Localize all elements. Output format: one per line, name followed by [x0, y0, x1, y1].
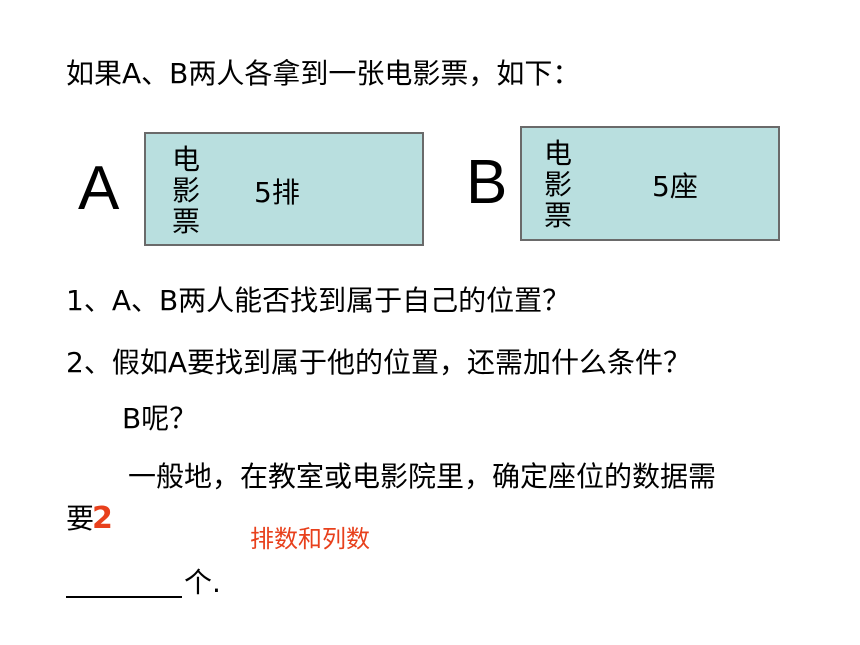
answer-blank: [66, 596, 182, 598]
ticket-b-label-char: 票: [543, 199, 572, 232]
answer-text: 排数和列数: [250, 525, 370, 553]
ticket-a-label-char: 票: [171, 205, 200, 238]
ticket-a-label-char: 电: [171, 143, 200, 176]
ticket-a-value: 5排: [254, 176, 300, 209]
statement-line-2-prefix: 要: [66, 502, 95, 535]
ticket-b: 电 影 票 5座: [520, 126, 780, 241]
ticket-b-label: 电 影 票: [542, 138, 574, 231]
answer-count: 2: [92, 501, 113, 536]
ticket-b-label-char: 影: [543, 168, 572, 201]
statement-end: 个.: [184, 566, 221, 599]
statement-line-1: 一般地，在教室或电影院里，确定座位的数据需: [128, 460, 717, 493]
ticket-b-label-char: 电: [543, 137, 572, 170]
ticket-a: 电 影 票 5排: [144, 132, 424, 246]
ticket-a-label-char: 影: [171, 174, 200, 207]
ticket-b-value: 5座: [652, 170, 698, 203]
question-1: 1、A、B两人能否找到属于自己的位置？: [66, 284, 571, 317]
ticket-a-label: 电 影 票: [170, 144, 202, 237]
question-2: 2、假如A要找到属于他的位置，还需加什么条件？: [66, 346, 691, 379]
intro-text: 如果A、B两人各拿到一张电影票，如下：: [66, 57, 581, 90]
ticket-a-letter: A: [78, 154, 120, 223]
ticket-b-letter: B: [466, 148, 508, 217]
question-2-b: B呢？: [122, 402, 198, 435]
